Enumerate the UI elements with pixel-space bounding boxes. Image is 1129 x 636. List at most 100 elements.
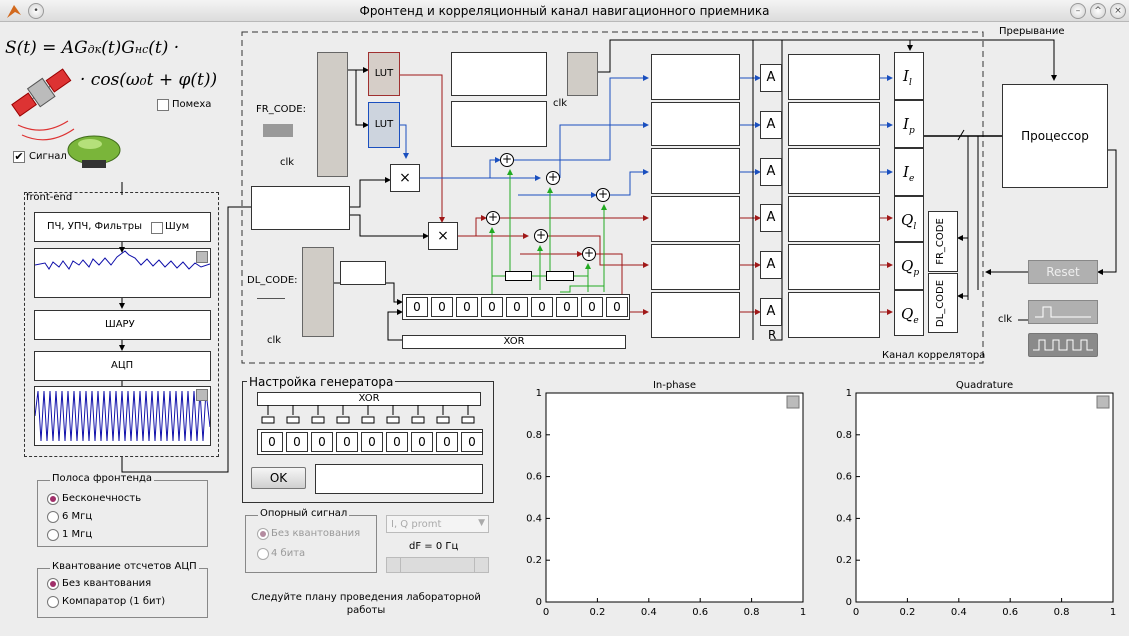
iq-select[interactable]: I, Q promt ▼ bbox=[386, 515, 489, 533]
spectrum-plot bbox=[34, 248, 211, 298]
minimize-icon[interactable]: – bbox=[1070, 3, 1086, 19]
output-ql: Ql bbox=[894, 196, 924, 242]
interference-checkbox[interactable] bbox=[157, 99, 169, 111]
dump-6 bbox=[788, 292, 880, 338]
interference-label: Помеха bbox=[172, 99, 212, 110]
dl-bit-6[interactable]: 0 bbox=[556, 297, 578, 317]
adc-expand-icon[interactable] bbox=[196, 389, 208, 401]
inphase-xtick-label: 1 bbox=[800, 607, 806, 618]
close-icon[interactable]: × bbox=[1110, 3, 1126, 19]
gen-bit-1[interactable]: 0 bbox=[286, 432, 308, 452]
inphase-xtick-label: 0.4 bbox=[641, 607, 657, 618]
accumulator-6: A bbox=[760, 298, 782, 326]
output-qe: Qe bbox=[894, 290, 924, 336]
slider-left-arrow-icon[interactable] bbox=[387, 558, 401, 572]
bandwidth-infinite-radio[interactable] bbox=[47, 493, 59, 505]
spectrum-expand-icon[interactable] bbox=[196, 251, 208, 263]
quadrature-expand-icon[interactable] bbox=[1096, 395, 1110, 409]
maximize-icon[interactable]: ^ bbox=[1090, 3, 1106, 19]
chevron-down-icon: ▼ bbox=[478, 518, 485, 528]
clock-train-button[interactable] bbox=[1028, 333, 1098, 357]
clock-single-button[interactable] bbox=[1028, 300, 1098, 324]
generator-taps bbox=[261, 405, 475, 424]
gen-bit-3[interactable]: 0 bbox=[336, 432, 358, 452]
gen-bit-0[interactable]: 0 bbox=[261, 432, 283, 452]
correlator-title: Канал коррелятора bbox=[882, 350, 986, 361]
fr-clk-label: clk bbox=[280, 157, 295, 168]
slider-right-arrow-icon[interactable] bbox=[474, 558, 488, 572]
single-pulse-icon bbox=[1035, 306, 1091, 318]
dl-bit-3[interactable]: 0 bbox=[481, 297, 503, 317]
dl-bit-2[interactable]: 0 bbox=[456, 297, 478, 317]
pulse-train-icon bbox=[1033, 339, 1093, 351]
filters-block: ПЧ, УПЧ, Фильтры Шум bbox=[34, 212, 211, 242]
lut-cos: LUT bbox=[368, 52, 400, 96]
bandwidth-title: Полоса фронтенда bbox=[50, 473, 155, 484]
instruction-text: Следуйте плану проведения лабораторной р… bbox=[251, 592, 481, 616]
sum-node-1: + bbox=[500, 152, 514, 167]
accumulator-2: A bbox=[760, 111, 782, 139]
satellite-icon bbox=[8, 55, 78, 145]
window-menu-button[interactable]: • bbox=[28, 3, 44, 19]
quadrature-xtick-label: 0 bbox=[853, 607, 859, 618]
bandwidth-6mhz-radio[interactable] bbox=[47, 511, 59, 523]
inphase-ytick-label: 0.6 bbox=[526, 472, 542, 483]
filters-label: ПЧ, УПЧ, Фильтры bbox=[47, 221, 143, 232]
dl-bit-8[interactable]: 0 bbox=[606, 297, 628, 317]
signal-checkbox[interactable]: ✔ bbox=[13, 150, 25, 163]
spectrum-trace bbox=[34, 250, 211, 270]
gen-bit-7[interactable]: 0 bbox=[436, 432, 458, 452]
delay-element-1 bbox=[505, 271, 532, 281]
inphase-expand-icon[interactable] bbox=[786, 395, 800, 409]
bandwidth-group: Полоса фронтенда bbox=[37, 473, 208, 547]
sum-node-5: + bbox=[534, 228, 548, 243]
inphase-xtick-label: 0.6 bbox=[692, 607, 708, 618]
frontend-title: front-end bbox=[26, 192, 73, 203]
quadrature-xtick-label: 0.6 bbox=[1002, 607, 1018, 618]
dl-bit-7[interactable]: 0 bbox=[581, 297, 603, 317]
quadrature-xtick-label: 0.8 bbox=[1054, 607, 1070, 618]
gen-bit-2[interactable]: 0 bbox=[311, 432, 333, 452]
df-label: dF = 0 Гц bbox=[409, 541, 459, 552]
output-il: Il bbox=[894, 52, 924, 100]
inphase-plot-area bbox=[545, 392, 804, 603]
dump-5 bbox=[788, 244, 880, 290]
output-qp: Qp bbox=[894, 242, 924, 290]
quadrature-ytick-label: 0 bbox=[846, 597, 852, 608]
ref-4bit-radio[interactable] bbox=[257, 548, 269, 560]
generator-title: Настройка генератора bbox=[247, 375, 396, 389]
ref-none-radio[interactable] bbox=[257, 528, 269, 540]
dl-bit-5[interactable]: 0 bbox=[531, 297, 553, 317]
bandwidth-1mhz-radio[interactable] bbox=[47, 529, 59, 541]
generator-xor: XOR bbox=[257, 392, 481, 406]
title-bar: • Фронтенд и корреляционный канал навига… bbox=[0, 0, 1129, 22]
dl-bit-0[interactable]: 0 bbox=[406, 297, 428, 317]
quant-none-radio[interactable] bbox=[47, 578, 59, 590]
inphase-ytick-label: 0 bbox=[536, 597, 542, 608]
dl-xor: XOR bbox=[402, 335, 626, 349]
dl-bit-1[interactable]: 0 bbox=[431, 297, 453, 317]
noise-checkbox[interactable] bbox=[151, 222, 163, 234]
display-box-1 bbox=[451, 52, 547, 96]
adc-output-plot bbox=[34, 386, 211, 446]
dl-code-label: DL_CODE: bbox=[247, 275, 298, 286]
inphase-title: In-phase bbox=[653, 380, 696, 391]
gen-bit-8[interactable]: 0 bbox=[461, 432, 483, 452]
quadrature-ytick-label: 0.6 bbox=[836, 472, 852, 483]
inphase-ytick-label: 0.4 bbox=[526, 513, 542, 524]
dl-code-line bbox=[257, 298, 285, 299]
gen-bit-5[interactable]: 0 bbox=[386, 432, 408, 452]
df-slider[interactable] bbox=[386, 557, 489, 573]
gen-bit-6[interactable]: 0 bbox=[411, 432, 433, 452]
quant-comparator-radio[interactable] bbox=[47, 596, 59, 608]
quant-none-label: Без квантования bbox=[62, 578, 152, 589]
signal-formula-line1: S(t) = AGдк(t)Gнс(t) · bbox=[5, 38, 180, 58]
fr-code-vert-label: FR_CODE bbox=[934, 218, 946, 265]
dl-bit-4[interactable]: 0 bbox=[506, 297, 528, 317]
integrator-5 bbox=[651, 244, 740, 290]
ok-button[interactable]: OK bbox=[251, 467, 306, 489]
mixer-i: × bbox=[390, 164, 420, 192]
dump-2 bbox=[788, 102, 880, 146]
reset-button[interactable]: Reset bbox=[1028, 260, 1098, 284]
gen-bit-4[interactable]: 0 bbox=[361, 432, 383, 452]
